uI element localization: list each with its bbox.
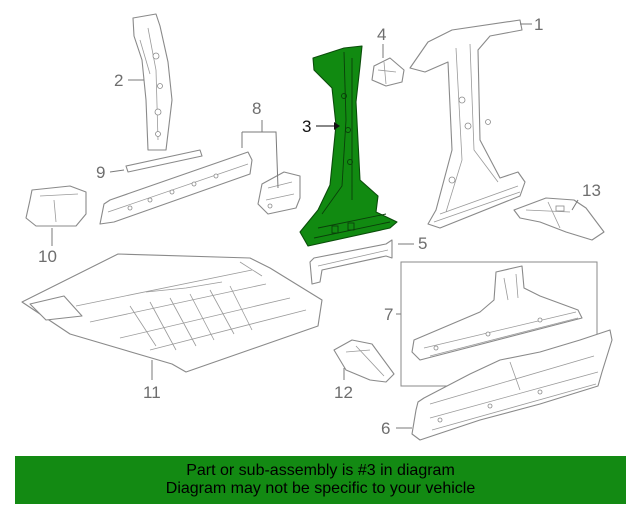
part-3-b-pillar-highlighted[interactable] — [299, 45, 398, 247]
part-6-rocker-outer[interactable] — [411, 329, 613, 441]
part-5-lower-rail[interactable] — [309, 239, 393, 285]
callout-10: 10 — [38, 247, 57, 266]
part-10-side-bracket[interactable] — [25, 185, 87, 227]
callout-2: 2 — [114, 71, 123, 90]
parts-diagram: 1 2 3 4 5 — [21, 13, 613, 441]
callout-8: 8 — [252, 99, 261, 118]
callout-7: 7 — [384, 305, 393, 324]
part-1-body-side-outer[interactable] — [409, 19, 526, 229]
callout-4: 4 — [377, 25, 386, 44]
part-4-bracket[interactable] — [371, 57, 405, 87]
callout-12: 12 — [334, 383, 353, 402]
banner-line-2: Diagram may not be specific to your vehi… — [165, 480, 476, 497]
part-9-inner-rail[interactable] — [99, 149, 253, 225]
callout-5: 5 — [418, 234, 427, 253]
callout-3: 3 — [302, 117, 311, 136]
callout-11: 11 — [143, 383, 161, 402]
info-banner: Part or sub-assembly is #3 in diagram Di… — [15, 456, 626, 504]
banner-line-1: Part or sub-assembly is #3 in diagram — [186, 462, 455, 479]
part-8-rail-bracket[interactable] — [257, 171, 301, 215]
callout-9: 9 — [96, 163, 105, 182]
part-11-floor-pan[interactable] — [21, 253, 323, 373]
part-2-pillar-reinforcement[interactable] — [132, 13, 173, 151]
callout-6: 6 — [381, 419, 390, 438]
callout-1: 1 — [534, 15, 543, 34]
part-7-sub-assembly[interactable] — [411, 265, 583, 361]
callout-13: 13 — [582, 181, 601, 200]
part-13-floor-support[interactable] — [513, 197, 605, 241]
part-12-floor-bracket[interactable] — [333, 339, 395, 383]
